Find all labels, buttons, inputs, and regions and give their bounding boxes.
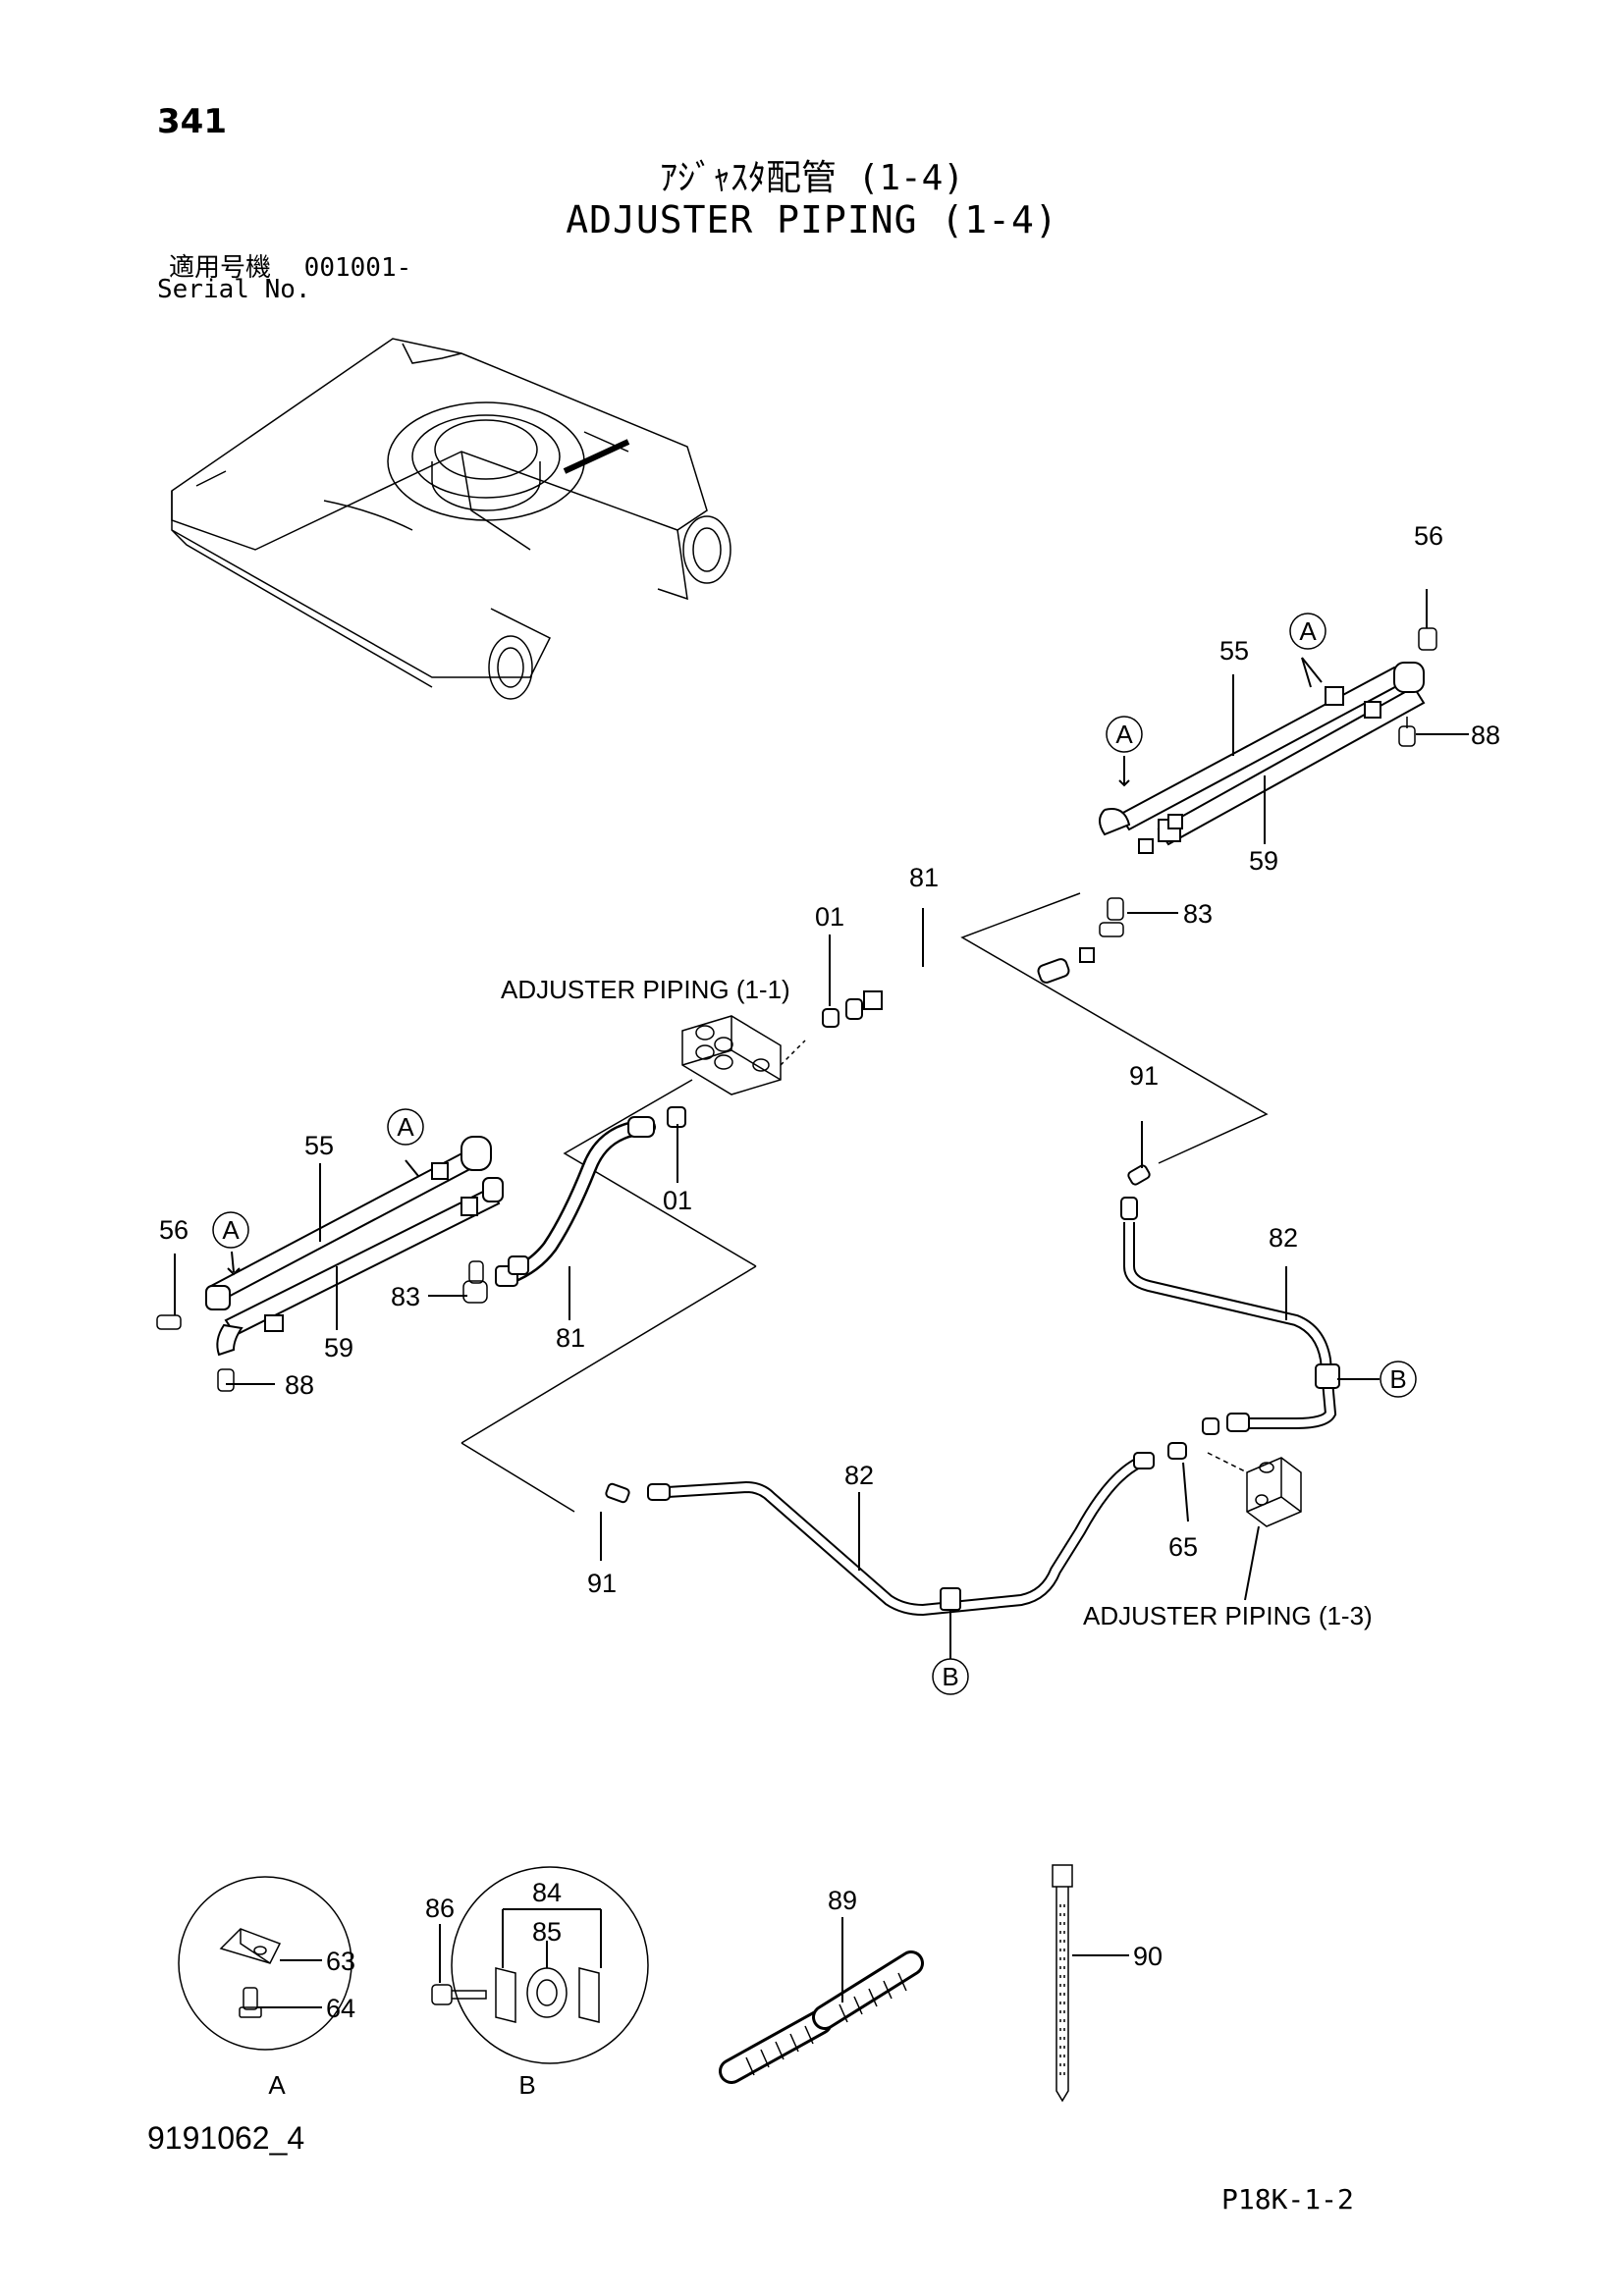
- detail-marker-b1-text: B: [1389, 1364, 1406, 1394]
- detail-marker-a3: A: [387, 1108, 424, 1146]
- callout-90: 90: [1133, 1942, 1163, 1971]
- callout-86: 86: [425, 1894, 455, 1923]
- callout-65: 65: [1168, 1532, 1198, 1562]
- detail-caption-a: A: [268, 2070, 286, 2100]
- callout-81-left: 81: [556, 1323, 585, 1353]
- callout-56-right: 56: [1414, 521, 1443, 551]
- right-adjuster-line-assembly: [1099, 589, 1469, 937]
- detail-marker-a4: A: [212, 1211, 249, 1249]
- callout-85: 85: [532, 1917, 562, 1947]
- left-adjuster-line-assembly: [156, 1136, 504, 1392]
- page-title: ADJUSTER PIPING (1-4): [566, 198, 1058, 241]
- callout-59-right: 59: [1249, 846, 1278, 876]
- serial-value: 001001-: [303, 253, 412, 283]
- callout-84: 84: [532, 1878, 562, 1907]
- callout-63: 63: [326, 1947, 355, 1976]
- callout-82-bottom: 82: [844, 1461, 874, 1490]
- hose-81-lower: [495, 1106, 686, 1320]
- pipe-82-lower: [600, 1442, 1189, 1659]
- callout-88-right: 88: [1471, 721, 1500, 750]
- callout-64: 64: [326, 1994, 355, 2023]
- spiral-guard: [719, 1917, 924, 2084]
- callout-56-left: 56: [159, 1215, 189, 1245]
- page-title-japanese: ｱｼﾞｬｽﾀ配管 (1-4): [659, 158, 965, 198]
- detail-marker-b2-text: B: [942, 1662, 958, 1691]
- serial-label-japanese: 適用号機 001001-: [169, 247, 411, 284]
- callout-55-right: 55: [1219, 636, 1249, 666]
- detail-marker-b1: B: [1380, 1361, 1417, 1398]
- callout-01-bottom: 01: [663, 1186, 692, 1215]
- detail-marker-b2: B: [932, 1658, 969, 1695]
- callout-89: 89: [828, 1886, 857, 1915]
- callout-83-left: 83: [391, 1282, 420, 1311]
- detail-caption-b: B: [518, 2070, 535, 2100]
- callout-83-right: 83: [1183, 899, 1213, 929]
- callout-01-top: 01: [815, 902, 844, 932]
- callout-88-left: 88: [285, 1370, 314, 1400]
- detail-b-clamp: [431, 1866, 649, 2064]
- connection-lines: [460, 892, 1269, 1513]
- callout-91-right: 91: [1129, 1061, 1159, 1091]
- drawing-code: 9191062_4: [147, 2120, 305, 2156]
- hose-81-upper: [822, 908, 1095, 1028]
- page-code: P18K-1-2: [1221, 2183, 1354, 2216]
- junction-block: [681, 1015, 806, 1095]
- serial-label: Serial No.: [157, 275, 311, 304]
- serial-label-ja-text: 適用号機: [169, 253, 272, 283]
- callout-59-left: 59: [324, 1333, 353, 1362]
- detail-marker-a1: A: [1289, 613, 1326, 650]
- cable-tie: [1052, 1864, 1129, 2103]
- pipe-82-right: [1120, 1121, 1380, 1435]
- detail-marker-a4-text: A: [222, 1215, 240, 1245]
- detail-marker-a2-text: A: [1115, 720, 1133, 749]
- detail-a-clamp: [178, 1876, 352, 2051]
- valve-block: [1207, 1452, 1302, 1601]
- detail-marker-a3-text: A: [397, 1112, 414, 1142]
- callout-55-left: 55: [304, 1131, 334, 1160]
- callout-81-top: 81: [909, 863, 939, 892]
- undercarriage-frame-illustration: [171, 338, 731, 700]
- detail-marker-a2: A: [1106, 716, 1143, 753]
- page-number: 341: [157, 102, 227, 141]
- reference-adjuster-piping-1-1[interactable]: ADJUSTER PIPING (1-1): [501, 975, 790, 1004]
- callout-91-bottom: 91: [587, 1569, 617, 1598]
- callout-82-right: 82: [1269, 1223, 1298, 1253]
- detail-marker-a1-text: A: [1299, 616, 1317, 646]
- reference-adjuster-piping-1-3[interactable]: ADJUSTER PIPING (1-3): [1083, 1601, 1373, 1630]
